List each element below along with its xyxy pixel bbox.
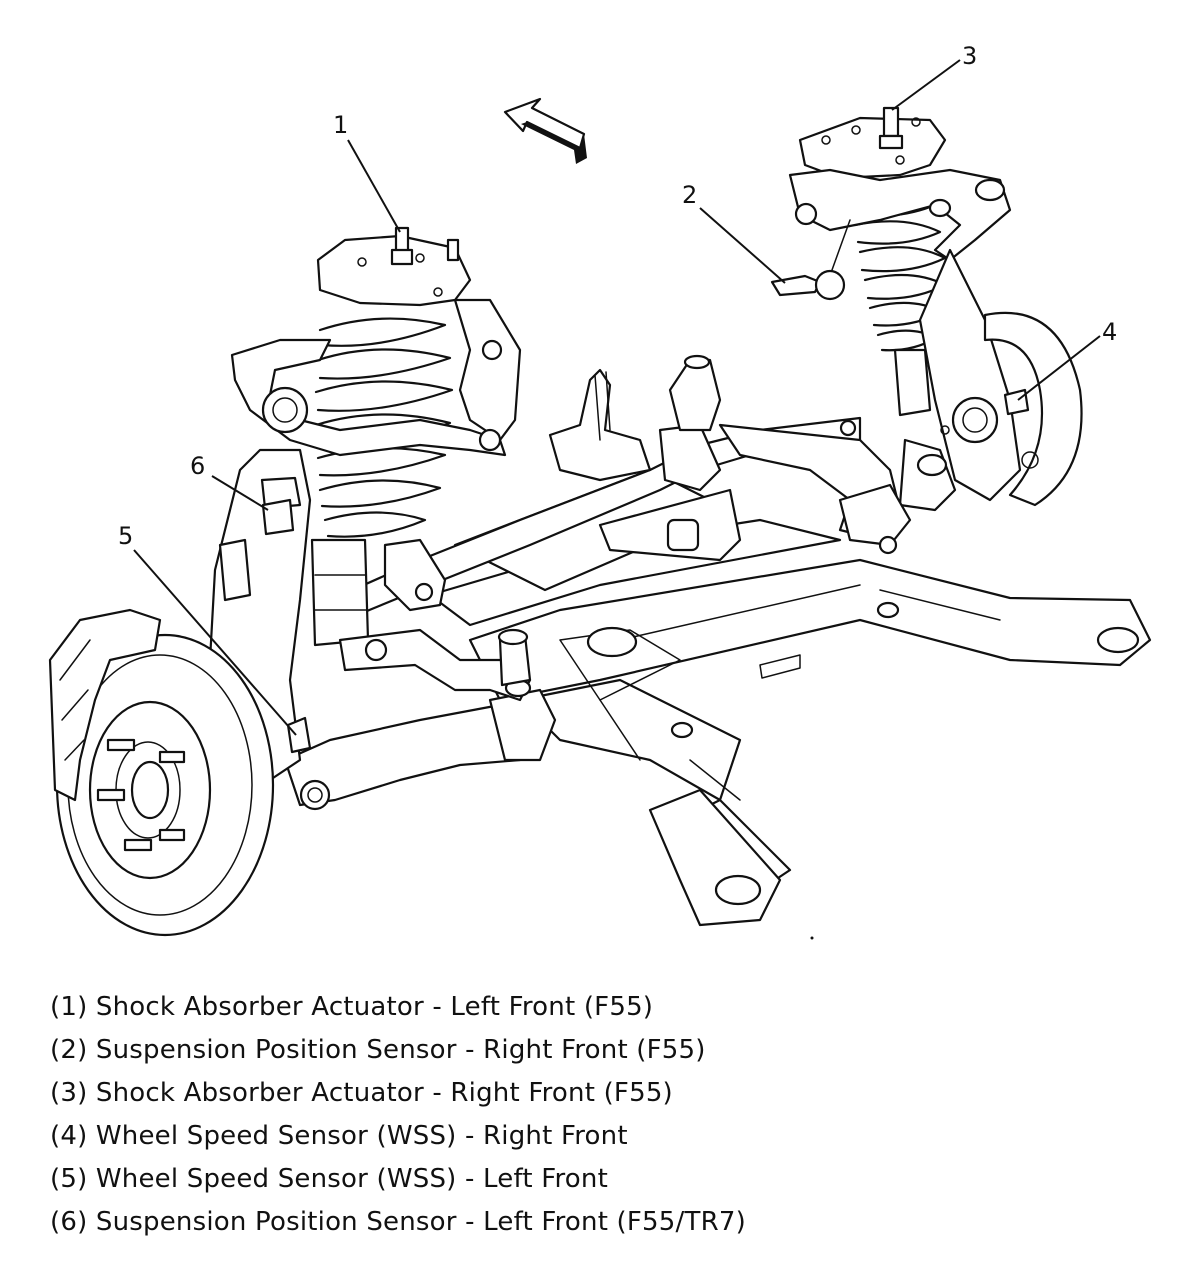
legend-item: (5) Wheel Speed Sensor (WSS) - Left Fron… xyxy=(50,1164,608,1194)
component-legend: (1) Shock Absorber Actuator - Left Front… xyxy=(50,986,746,1244)
callout-2: 2 xyxy=(682,181,785,283)
right-front-suspension xyxy=(720,108,1082,553)
front-direction-arrow-icon xyxy=(505,99,587,164)
upper-center-bracket xyxy=(550,356,720,480)
legend-item: (1) Shock Absorber Actuator - Left Front… xyxy=(50,992,654,1022)
callout-number: 2 xyxy=(682,181,697,209)
callout-1: 1 xyxy=(333,111,400,232)
callout-number: 1 xyxy=(333,111,348,139)
callout-6: 6 xyxy=(190,452,268,510)
legend-item: (6) Suspension Position Sensor - Left Fr… xyxy=(50,1207,746,1237)
callout-number: 4 xyxy=(1102,318,1117,346)
left-front-suspension xyxy=(210,228,555,809)
callout-3: 3 xyxy=(892,42,977,110)
front-suspension-illustration: 1 2 3 4 5 6 xyxy=(0,42,1200,940)
callout-4: 4 xyxy=(1018,318,1117,400)
callout-labels: 1 2 3 4 5 6 xyxy=(118,42,1117,735)
legend-item: (4) Wheel Speed Sensor (WSS) - Right Fro… xyxy=(50,1121,628,1151)
callout-5: 5 xyxy=(118,522,296,735)
callout-number: 5 xyxy=(118,522,133,550)
left-brake-rotor xyxy=(50,610,273,935)
callout-number: 6 xyxy=(190,452,205,480)
legend-item: (3) Shock Absorber Actuator - Right Fron… xyxy=(50,1078,673,1108)
callout-number: 3 xyxy=(962,42,977,70)
legend-item: (2) Suspension Position Sensor - Right F… xyxy=(50,1035,706,1065)
crossmember-frame xyxy=(430,470,1150,925)
